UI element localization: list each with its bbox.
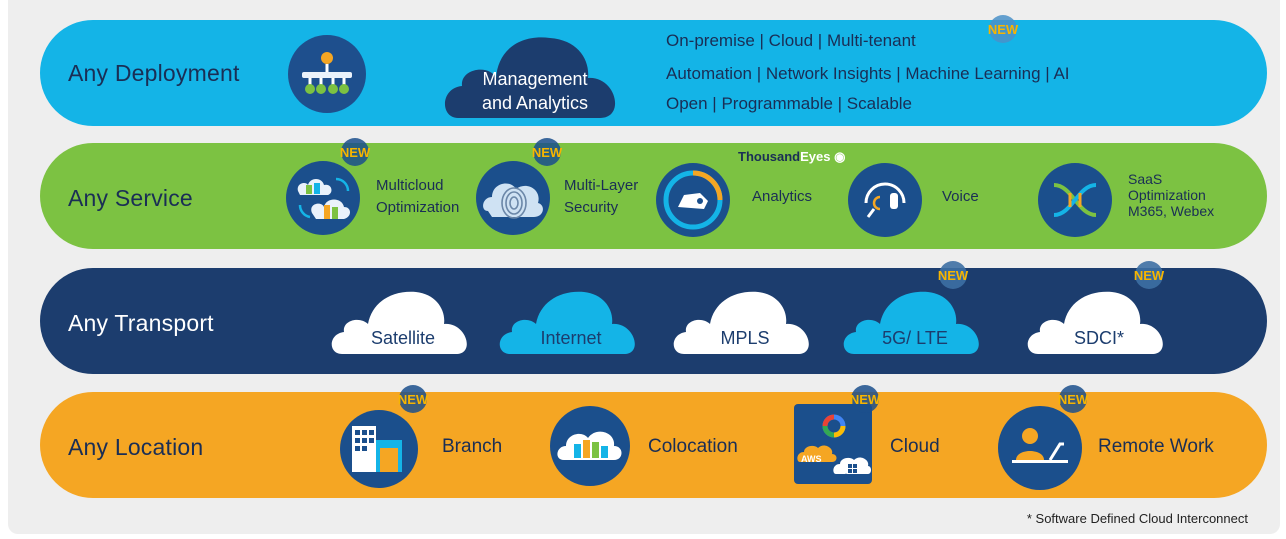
location-label-branch: Branch bbox=[442, 436, 503, 457]
transport-label-mpls: MPLS bbox=[720, 328, 770, 348]
branch-building-icon bbox=[340, 410, 418, 488]
svg-text:NEW: NEW bbox=[1058, 392, 1089, 407]
management-analytics-cloud: Management and Analytics bbox=[440, 26, 630, 122]
new-badge-deployment: NEW bbox=[988, 15, 1019, 43]
colocation-cloud-icon bbox=[550, 406, 630, 486]
service-label-saas-3: M365, Webex bbox=[1128, 203, 1215, 219]
transport-label-satellite: Satellite bbox=[370, 328, 436, 348]
service-label-saas-1: SaaS bbox=[1128, 171, 1163, 187]
band-service: Any Service NEW Multicloud Optimization bbox=[40, 138, 1267, 249]
management-label-line2: and Analytics bbox=[481, 93, 589, 113]
transport-cloud-mpls: MPLS bbox=[670, 282, 820, 356]
location-label-remote-work: Remote Work bbox=[1098, 436, 1214, 457]
transport-label-internet: Internet bbox=[540, 328, 602, 348]
svg-text:NEW: NEW bbox=[988, 22, 1019, 37]
transport-cloud-internet: Internet bbox=[496, 282, 646, 356]
transport-cloud-5g-lte: 5G/ LTE bbox=[840, 282, 990, 356]
new-badge-multicloud: NEW bbox=[340, 138, 371, 166]
deployment-point-3: Open | Programmable | Scalable bbox=[666, 94, 913, 113]
band-deployment-title: Any Deployment bbox=[68, 60, 240, 86]
band-service-title: Any Service bbox=[68, 185, 193, 211]
footnote: * Software Defined Cloud Interconnect bbox=[1026, 511, 1248, 526]
eye-icon: ◉ bbox=[830, 149, 846, 164]
svg-text:NEW: NEW bbox=[938, 268, 969, 283]
fingerprint-security-icon bbox=[476, 161, 550, 235]
svg-text:NEW: NEW bbox=[398, 392, 429, 407]
remote-work-icon bbox=[998, 406, 1082, 490]
band-transport-title: Any Transport bbox=[68, 310, 214, 336]
management-label-line1: Management bbox=[482, 69, 588, 89]
transport-cloud-satellite: Satellite bbox=[328, 282, 478, 356]
transport-label-5g-lte: 5G/ LTE bbox=[882, 328, 948, 348]
band-deployment: Any Deployment Management and Analy bbox=[40, 15, 1267, 126]
new-badge-remote-work: NEW bbox=[1058, 385, 1089, 413]
service-label-voice: Voice bbox=[942, 188, 979, 205]
new-badge-branch: NEW bbox=[398, 385, 429, 413]
deployment-point-2: Automation | Network Insights | Machine … bbox=[666, 64, 1070, 83]
location-label-colocation: Colocation bbox=[648, 436, 738, 457]
multicloud-icon bbox=[286, 161, 360, 235]
new-badge-security: NEW bbox=[532, 138, 563, 166]
svg-text:NEW: NEW bbox=[340, 145, 371, 160]
new-badge-5g-lte: NEW bbox=[938, 261, 969, 289]
azure-tile-label: Azure bbox=[844, 474, 860, 480]
service-label-saas-2: Optimization bbox=[1128, 187, 1206, 203]
cloud-providers-icon: AWS Azure bbox=[794, 404, 872, 484]
location-label-cloud: Cloud bbox=[890, 436, 940, 457]
headset-voice-icon bbox=[848, 163, 922, 237]
service-label-multicloud-2: Optimization bbox=[376, 199, 460, 216]
band-location-title: Any Location bbox=[68, 434, 204, 460]
aws-tile-label: AWS bbox=[801, 454, 822, 464]
deployment-point-1: On-premise | Cloud | Multi-tenant bbox=[666, 31, 916, 50]
new-badge-sdci: NEW bbox=[1134, 261, 1165, 289]
new-badge-cloud: NEW bbox=[850, 385, 881, 413]
thousandeyes-brand-a: Thousand bbox=[738, 149, 801, 164]
service-label-security-2: Security bbox=[564, 199, 619, 216]
svg-text:NEW: NEW bbox=[850, 392, 881, 407]
service-label-analytics: Analytics bbox=[752, 188, 813, 205]
service-label-security-1: Multi-Layer bbox=[564, 177, 639, 194]
svg-text:NEW: NEW bbox=[1134, 268, 1165, 283]
thousandeyes-brand-b: Eyes bbox=[800, 149, 831, 164]
transport-cloud-sdci: SDCI* bbox=[1024, 282, 1174, 356]
service-label-multicloud-1: Multicloud bbox=[376, 177, 444, 194]
saas-optimization-icon bbox=[1038, 163, 1112, 237]
band-location: Any Location NEW Branch Colocation bbox=[40, 385, 1267, 498]
band-transport: Any Transport Satellite Internet MPLS 5G… bbox=[40, 261, 1267, 374]
thousandeyes-brand: ThousandEyes ◉ bbox=[738, 149, 845, 165]
transport-label-sdci: SDCI* bbox=[1073, 328, 1124, 348]
hierarchy-icon bbox=[288, 35, 366, 113]
analytics-gauge-icon bbox=[656, 163, 730, 237]
svg-text:NEW: NEW bbox=[532, 145, 563, 160]
